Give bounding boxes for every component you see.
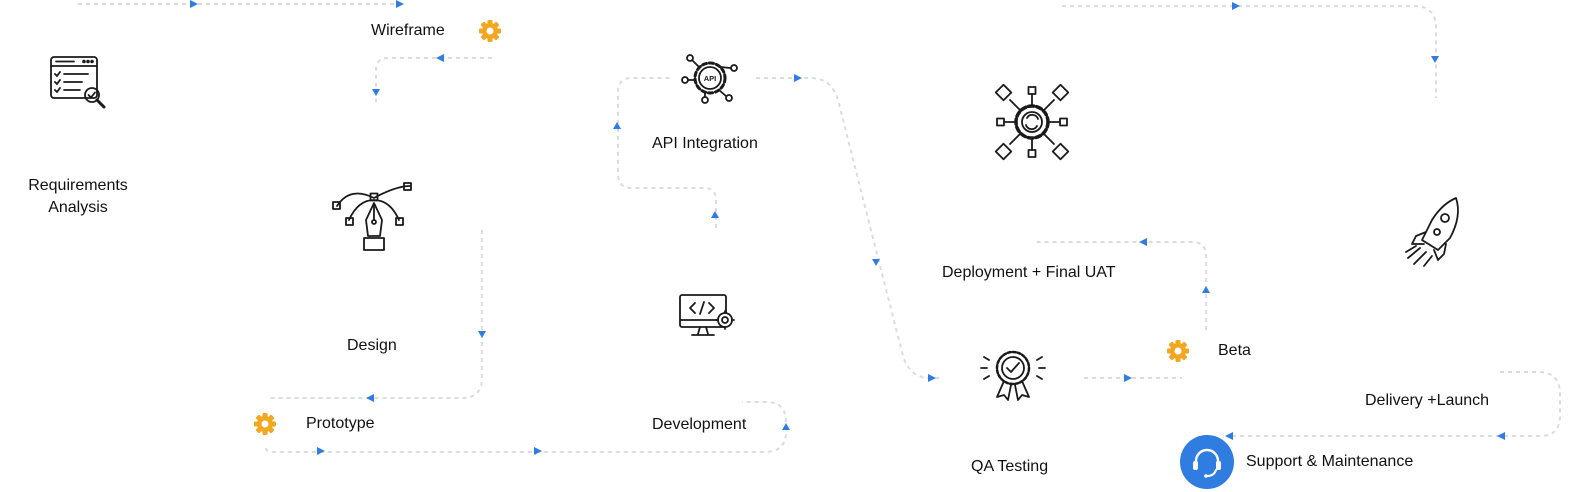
network-gear-icon [994, 83, 1070, 161]
award-badge-icon [980, 350, 1046, 401]
stage-label-qa-testing: QA Testing [971, 458, 1049, 475]
stage-label-deployment: Deployment + Final UAT [942, 264, 1116, 281]
stage-label-design: Design [347, 337, 397, 354]
stage-label-wireframe: Wireframe [371, 22, 445, 39]
arrow-top-2 [396, 0, 404, 8]
api-gear-icon [681, 54, 738, 104]
arrow-delivery-left [1497, 432, 1505, 440]
gear-icon [254, 413, 276, 435]
headset-icon [1180, 435, 1234, 489]
arrow-right-down [1431, 56, 1439, 63]
stage-label-requirements: Requirements Analysis [18, 175, 138, 219]
requirements-line-1: Requirements [28, 177, 128, 194]
stage-label-development: Development [652, 416, 747, 433]
gear-icon [479, 20, 501, 42]
stage-label-delivery: Delivery +Launch [1365, 392, 1490, 409]
arrow-dev-api-up [711, 211, 719, 218]
monitor-code-icon [679, 294, 735, 336]
connector-api-qa [756, 77, 940, 379]
arrow-top-1 [190, 0, 198, 8]
arrow-wireframe-down [372, 89, 380, 96]
arrow-dev-up [782, 423, 790, 430]
arrow-api-up [613, 122, 621, 129]
stage-label-api-integration: API Integration [652, 135, 758, 152]
arrow-bottom-1 [317, 447, 325, 455]
stage-label-beta: Beta [1218, 342, 1251, 359]
arrow-design-left [366, 394, 374, 402]
connector-top-right [1062, 5, 1437, 98]
arrow-beta-up [1202, 286, 1210, 293]
arrow-wireframe-left [436, 54, 444, 62]
arrow-design-down [478, 331, 486, 338]
arrow-deploy-left [1139, 238, 1147, 246]
arrow-qa-right [928, 374, 936, 382]
connector-development-api [617, 77, 717, 228]
connector-beta-deployment [1034, 241, 1207, 330]
arrow-api-down [872, 259, 880, 266]
requirements-line-2: Analysis [48, 199, 108, 216]
stage-label-prototype: Prototype [306, 415, 375, 432]
gear-icon [1167, 340, 1189, 362]
api-badge-label: API [704, 74, 717, 83]
arrow-bottom-2 [534, 447, 542, 455]
checklist-search-icon [50, 56, 106, 109]
stage-label-support: Support & Maintenance [1246, 453, 1414, 470]
arrow-support-left [1225, 432, 1233, 440]
connector-wireframe-design [375, 57, 492, 102]
arrow-top-right [1232, 2, 1240, 10]
arrow-api-right [794, 74, 802, 82]
rocket-icon [1405, 197, 1459, 267]
connector-prototype-development [265, 401, 787, 453]
arrow-qa-beta [1124, 374, 1132, 382]
pen-tool-icon [332, 182, 412, 251]
